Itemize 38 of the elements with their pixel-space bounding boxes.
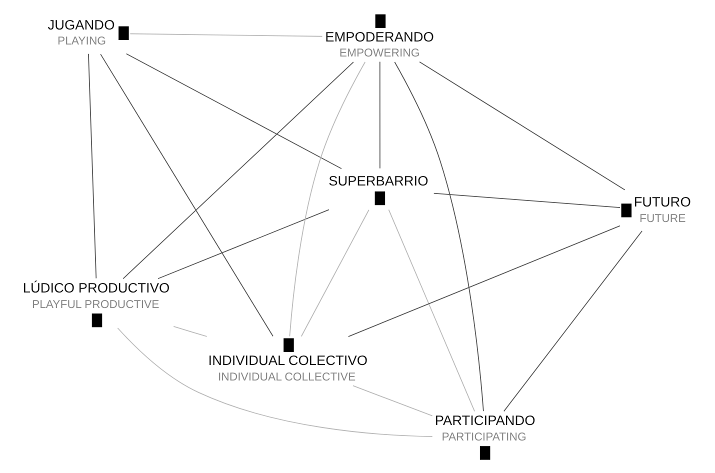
connector [352, 385, 432, 416]
node-label: PLAYFUL PRODUCTIVE [31, 298, 159, 311]
connector [172, 326, 207, 337]
connector [394, 62, 484, 412]
connector [300, 209, 369, 337]
connector [100, 54, 273, 337]
node-box [620, 204, 632, 218]
connector [388, 209, 475, 412]
node-label: LÚDICO PRODUCTIVO [22, 280, 170, 296]
connector [122, 62, 354, 280]
connector [157, 209, 329, 280]
connector [378, 61, 380, 169]
connector [432, 192, 620, 208]
connector [125, 53, 342, 170]
node-box [479, 446, 490, 460]
node-label: INDIVIDUAL COLLECTIVE [217, 371, 356, 384]
node-box [374, 191, 385, 206]
node-label: INDIVIDUAL COLECTIVO [208, 353, 367, 368]
node-box [118, 26, 128, 40]
connector [502, 230, 642, 412]
node-label: JUGANDO [47, 17, 114, 32]
node-box [374, 14, 386, 28]
node-label: EMPOWERING [338, 48, 420, 60]
node-label: PARTICIPATING [441, 431, 526, 444]
node-box [91, 314, 102, 328]
node-label: FUTURO [633, 194, 690, 210]
node-label: EMPODERANDO [324, 29, 434, 44]
connector [88, 53, 96, 279]
node-label: FUTURE [639, 212, 686, 225]
node-label: PARTICIPANDO [434, 413, 535, 428]
node-label: PLAYING [57, 36, 106, 48]
connector [288, 62, 366, 337]
connector [116, 328, 432, 438]
node-box [283, 338, 294, 352]
connector [347, 225, 620, 337]
connector [418, 61, 625, 190]
node-label: SUPERBARRIO [328, 173, 428, 188]
connector [129, 33, 322, 37]
